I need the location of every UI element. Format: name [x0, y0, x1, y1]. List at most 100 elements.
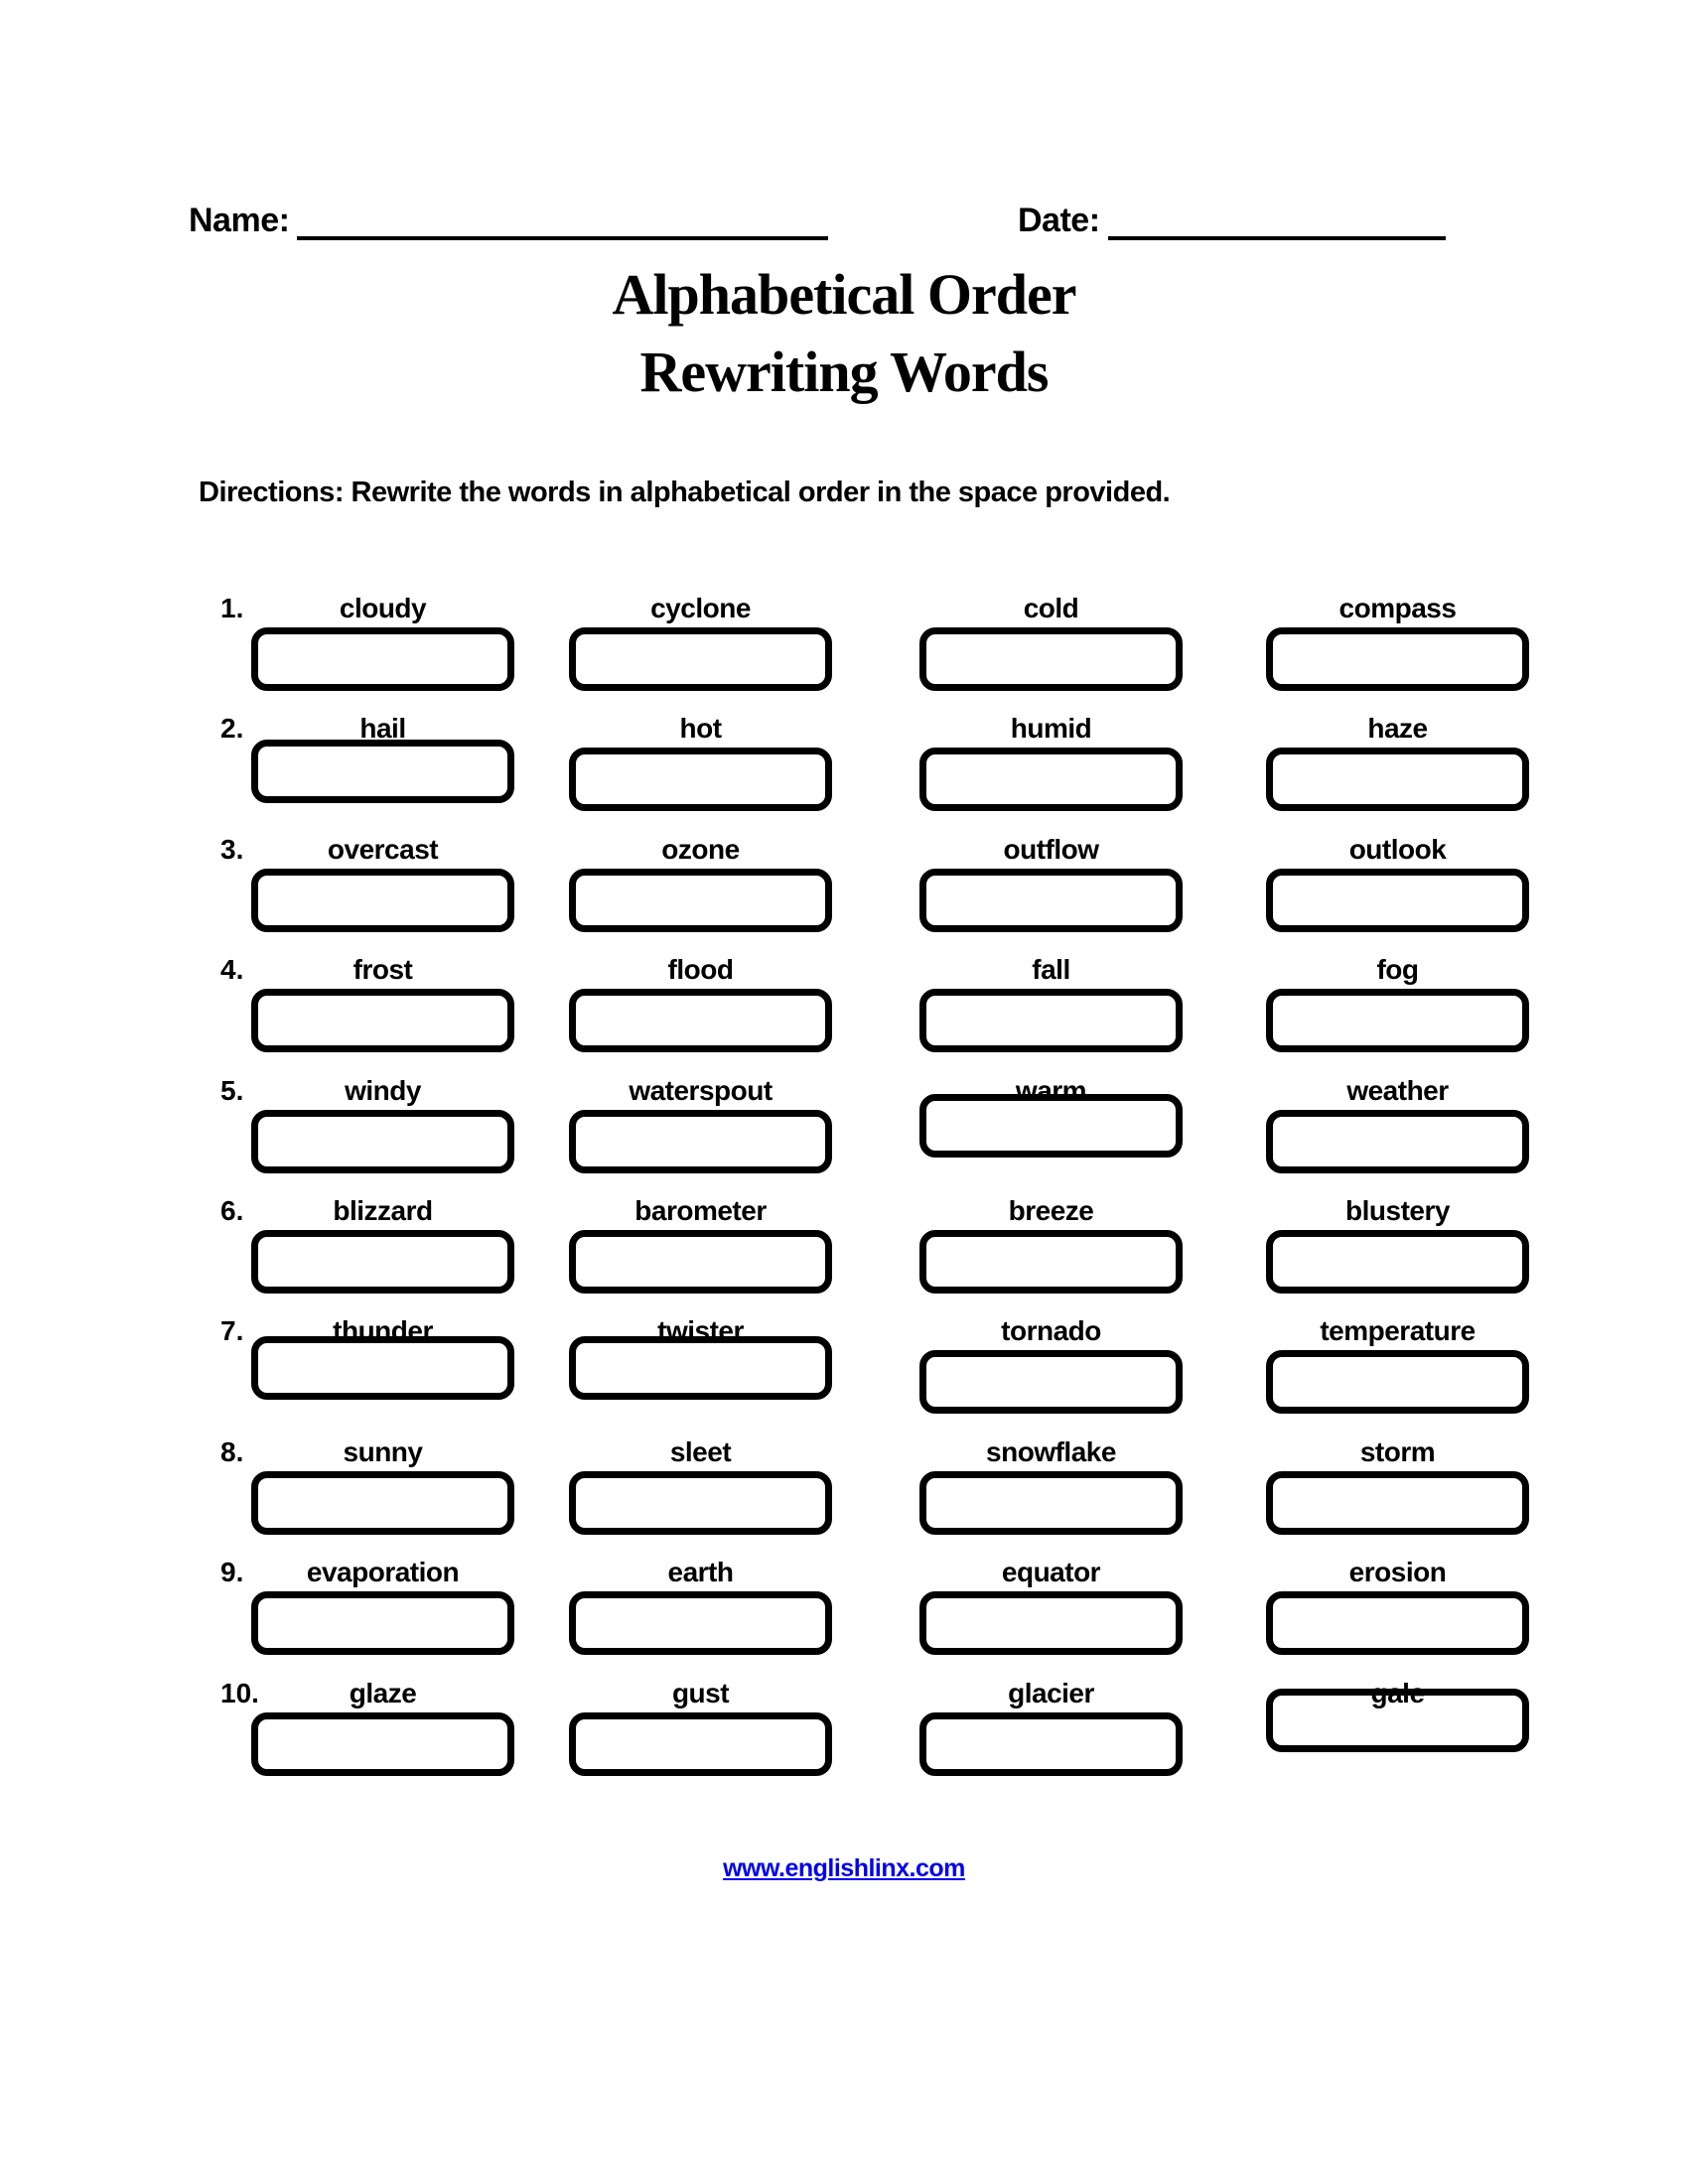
word-cell: sunny: [251, 1436, 514, 1535]
word-row: 5. windy waterspout warm weather: [0, 1061, 1688, 1181]
answer-box[interactable]: [1266, 1591, 1529, 1656]
row-number: 3.: [220, 833, 244, 865]
answer-box[interactable]: [1266, 748, 1529, 812]
word-cell: overcast: [251, 834, 514, 932]
word-cell: warm: [919, 1075, 1183, 1158]
word-label: erosion: [1348, 1557, 1447, 1588]
date-blank-line[interactable]: [1107, 195, 1446, 240]
word-label: temperature: [1320, 1315, 1476, 1347]
footer: www.englishlinx.com: [0, 1854, 1688, 1883]
answer-box[interactable]: [569, 1336, 832, 1401]
word-label: hail: [359, 713, 406, 745]
answer-box[interactable]: [919, 1229, 1183, 1294]
word-label: tornado: [1001, 1315, 1101, 1347]
answer-box[interactable]: [251, 740, 514, 804]
answer-box[interactable]: [1266, 1350, 1529, 1415]
answer-box[interactable]: [251, 1470, 514, 1535]
word-label: barometer: [634, 1194, 767, 1226]
footer-link[interactable]: www.englishlinx.com: [723, 1854, 965, 1882]
answer-box[interactable]: [251, 1336, 514, 1401]
answer-box[interactable]: [919, 1093, 1183, 1158]
word-cell: hail: [251, 713, 514, 804]
answer-box[interactable]: [251, 1109, 514, 1173]
answer-box[interactable]: [569, 989, 832, 1053]
word-cell: waterspout: [569, 1075, 832, 1173]
word-label: evaporation: [306, 1557, 460, 1588]
word-label: fall: [1032, 954, 1070, 986]
row-number: 10.: [220, 1677, 259, 1708]
word-row: 8. sunny sleet snowflake storm: [0, 1423, 1688, 1543]
word-cell: barometer: [569, 1195, 832, 1294]
word-cell: weather: [1266, 1075, 1529, 1173]
answer-box[interactable]: [1266, 868, 1529, 932]
row-number: 8.: [220, 1435, 244, 1467]
answer-box[interactable]: [569, 1229, 832, 1294]
word-label: glacier: [1008, 1677, 1094, 1708]
answer-box[interactable]: [919, 868, 1183, 932]
answer-box[interactable]: [569, 1711, 832, 1776]
answer-box[interactable]: [569, 1109, 832, 1173]
word-cell: breeze: [919, 1195, 1183, 1294]
name-blank-line[interactable]: [297, 195, 829, 240]
answer-box[interactable]: [1266, 989, 1529, 1053]
word-label: sleet: [669, 1435, 732, 1467]
word-cell: glaze: [251, 1678, 514, 1776]
answer-box[interactable]: [1266, 627, 1529, 691]
word-cell: fall: [919, 954, 1183, 1053]
answer-box[interactable]: [251, 1591, 514, 1656]
answer-box[interactable]: [1266, 1229, 1529, 1294]
word-label: glaze: [349, 1677, 417, 1708]
word-label: storm: [1359, 1435, 1436, 1467]
word-label: cyclone: [650, 593, 751, 623]
answer-box[interactable]: [919, 1711, 1183, 1776]
name-field: Name:: [189, 195, 829, 240]
word-label: thunder: [333, 1315, 433, 1347]
answer-box[interactable]: [251, 1711, 514, 1776]
row-number: 2.: [220, 713, 244, 745]
answer-box[interactable]: [919, 748, 1183, 812]
word-cell: storm: [1266, 1436, 1529, 1535]
answer-box[interactable]: [569, 868, 832, 932]
answer-box[interactable]: [1266, 1688, 1529, 1752]
date-label: Date:: [1018, 202, 1100, 239]
word-cell: snowflake: [919, 1436, 1183, 1535]
answer-box[interactable]: [569, 627, 832, 691]
word-cell: glacier: [919, 1678, 1183, 1776]
answer-box[interactable]: [251, 627, 514, 691]
answer-box[interactable]: [251, 1229, 514, 1294]
word-cell: sleet: [569, 1436, 832, 1535]
answer-box[interactable]: [251, 989, 514, 1053]
answer-box[interactable]: [919, 627, 1183, 691]
word-cell: fog: [1266, 954, 1529, 1053]
answer-box[interactable]: [569, 1591, 832, 1656]
word-cell: earth: [569, 1557, 832, 1656]
word-cell: erosion: [1266, 1557, 1529, 1656]
answer-box[interactable]: [919, 989, 1183, 1053]
directions-text: Directions: Rewrite the words in alphabe…: [199, 477, 1171, 508]
answer-box[interactable]: [919, 1350, 1183, 1415]
answer-box[interactable]: [569, 748, 832, 812]
word-label: waterspout: [629, 1074, 773, 1106]
answer-box[interactable]: [1266, 1109, 1529, 1173]
answer-box[interactable]: [251, 868, 514, 932]
answer-box[interactable]: [919, 1470, 1183, 1535]
word-label: warm: [1015, 1074, 1087, 1106]
date-field: Date:: [1018, 195, 1446, 240]
word-cell: temperature: [1266, 1315, 1529, 1415]
answer-box[interactable]: [1266, 1470, 1529, 1535]
word-label: overcast: [327, 833, 439, 865]
word-cell: cloudy: [251, 593, 514, 691]
word-label: cloudy: [339, 593, 427, 623]
word-label: equator: [1001, 1557, 1101, 1588]
title-line-2: Rewriting Words: [639, 340, 1050, 404]
word-label: blustery: [1345, 1194, 1450, 1226]
word-grid: 1. cloudy cyclone cold compass 2. hail h…: [0, 579, 1688, 1784]
worksheet-title: Alphabetical Order Rewriting Words: [0, 256, 1688, 411]
word-cell: evaporation: [251, 1557, 514, 1656]
answer-box[interactable]: [919, 1591, 1183, 1656]
word-row: 7. thunder twister tornado temperature: [0, 1301, 1688, 1422]
row-number: 9.: [220, 1557, 244, 1588]
word-label: cold: [1023, 593, 1079, 623]
answer-box[interactable]: [569, 1470, 832, 1535]
